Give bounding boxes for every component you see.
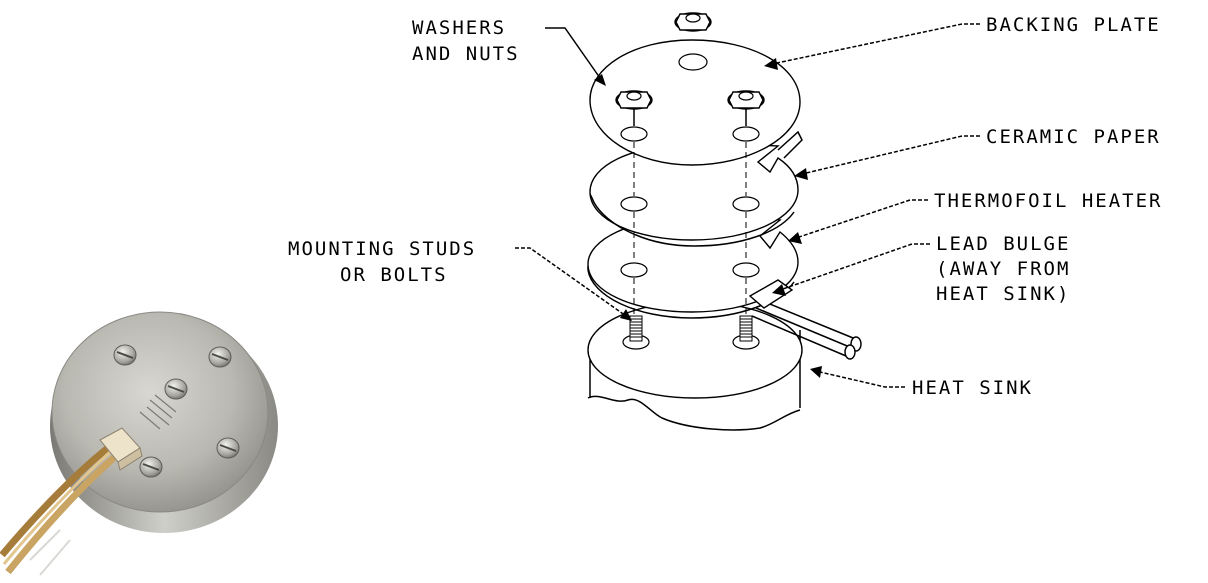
heat-sink — [587, 301, 803, 431]
mounting-stud-icon — [629, 315, 643, 342]
arrow-head-icon — [810, 366, 822, 378]
label-thermofoil-heater: THERMOFOIL HEATER — [934, 190, 1162, 212]
label-washers-line2: AND NUTS — [412, 43, 520, 65]
callout-leaders — [515, 23, 980, 388]
photo-engraving — [139, 394, 177, 430]
photo-screw-icon — [139, 456, 163, 478]
arrow-head-icon — [620, 309, 632, 321]
label-mounting-line1: MOUNTING STUDS — [288, 238, 476, 260]
label-lead-bulge-line2: (AWAY FROM — [936, 258, 1070, 280]
exploded-assembly-drawing — [587, 12, 862, 431]
lead-wires — [751, 299, 862, 360]
arrow-head-icon — [788, 232, 802, 244]
photo-lead-wires — [0, 445, 119, 576]
mounting-stud-icon — [739, 315, 753, 342]
nut-washer-icon — [727, 90, 765, 126]
photo-screw-icon — [113, 344, 137, 366]
arrow-head-icon — [772, 284, 786, 296]
photo-screw-icon — [216, 437, 240, 459]
nut-washer-icon — [674, 12, 712, 32]
label-heat-sink: HEAT SINK — [912, 377, 1033, 399]
nut-washer-icon — [615, 90, 653, 126]
label-ceramic-paper: CERAMIC PAPER — [986, 126, 1161, 148]
arrow-head-icon — [764, 58, 778, 70]
label-lead-bulge-line3: HEAT SINK) — [936, 283, 1070, 305]
label-washers-line1: WASHERS — [412, 17, 506, 39]
label-backing-plate: BACKING PLATE — [986, 14, 1161, 36]
photo-connector — [99, 427, 143, 471]
label-mounting-line2: OR BOLTS — [340, 264, 448, 286]
alignment-lines — [633, 142, 747, 314]
photo-screw-icon — [164, 378, 188, 400]
photo-screw-icon — [208, 346, 232, 368]
arrow-head-icon — [594, 74, 606, 86]
label-lead-bulge-line1: LEAD BULGE — [936, 233, 1070, 255]
arrow-head-icon — [794, 168, 808, 180]
heater-assembly-photo — [0, 252, 278, 583]
